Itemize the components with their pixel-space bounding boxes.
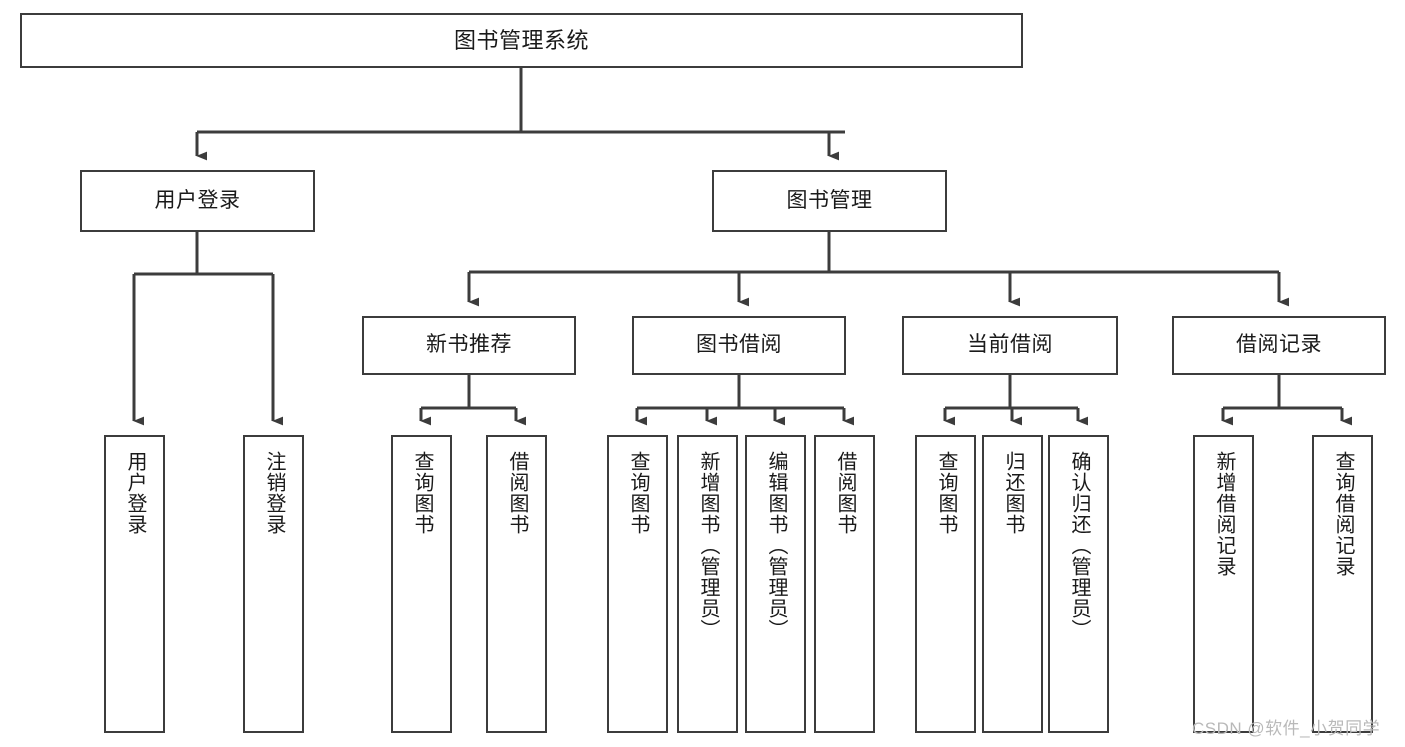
node-current-borrowing[interactable]: 当前借阅: [902, 316, 1118, 375]
node-label: 用户登录: [124, 451, 146, 535]
node-label: 图书管理系统: [453, 27, 589, 53]
node-label: 编辑图书（管理员）: [765, 451, 787, 640]
leaf-borrow-borrow-book[interactable]: 借阅图书: [814, 435, 875, 733]
node-book-management[interactable]: 图书管理: [712, 170, 947, 232]
node-user-login[interactable]: 用户登录: [80, 170, 315, 232]
leaf-record-add-borrow-record[interactable]: 新增借阅记录: [1193, 435, 1254, 733]
node-new-book-recommendation[interactable]: 新书推荐: [362, 316, 576, 375]
node-label: 当前借阅: [967, 333, 1053, 357]
leaf-current-confirm-return-admin[interactable]: 确认归还（管理员）: [1048, 435, 1109, 733]
node-root-book-management-system[interactable]: 图书管理系统: [20, 13, 1023, 68]
node-label: 借阅图书: [506, 451, 528, 535]
leaf-borrow-edit-book-admin[interactable]: 编辑图书（管理员）: [745, 435, 806, 733]
node-label: 注销登录: [263, 451, 285, 535]
node-label: 新增图书（管理员）: [697, 451, 719, 640]
node-label: 新增借阅记录: [1213, 451, 1235, 577]
node-label: 归还图书: [1002, 451, 1024, 535]
node-borrowing-record[interactable]: 借阅记录: [1172, 316, 1386, 375]
node-label: 借阅图书: [834, 451, 856, 535]
node-label: 查询图书: [411, 451, 433, 535]
node-label: 图书借阅: [696, 333, 782, 357]
node-label: 图书管理: [786, 188, 873, 212]
leaf-record-query-borrow-record[interactable]: 查询借阅记录: [1312, 435, 1373, 733]
node-label: 借阅记录: [1236, 333, 1322, 357]
leaf-borrow-query-book[interactable]: 查询图书: [607, 435, 668, 733]
leaf-current-return-book[interactable]: 归还图书: [982, 435, 1043, 733]
node-label: 查询图书: [935, 451, 957, 535]
node-label: 查询借阅记录: [1332, 451, 1354, 577]
leaf-user-login-logout[interactable]: 注销登录: [243, 435, 304, 733]
leaf-user-login-login[interactable]: 用户登录: [104, 435, 165, 733]
node-label: 查询图书: [627, 451, 649, 535]
leaf-new-book-borrow[interactable]: 借阅图书: [486, 435, 547, 733]
node-label: 确认归还（管理员）: [1068, 451, 1090, 640]
leaf-current-query-book[interactable]: 查询图书: [915, 435, 976, 733]
leaf-new-book-query[interactable]: 查询图书: [391, 435, 452, 733]
leaf-borrow-add-book-admin[interactable]: 新增图书（管理员）: [677, 435, 738, 733]
node-label: 用户登录: [154, 188, 241, 212]
node-book-borrowing[interactable]: 图书借阅: [632, 316, 846, 375]
node-label: 新书推荐: [426, 333, 512, 357]
csdn-watermark: CSDN @软件_小贺同学: [1192, 719, 1381, 738]
